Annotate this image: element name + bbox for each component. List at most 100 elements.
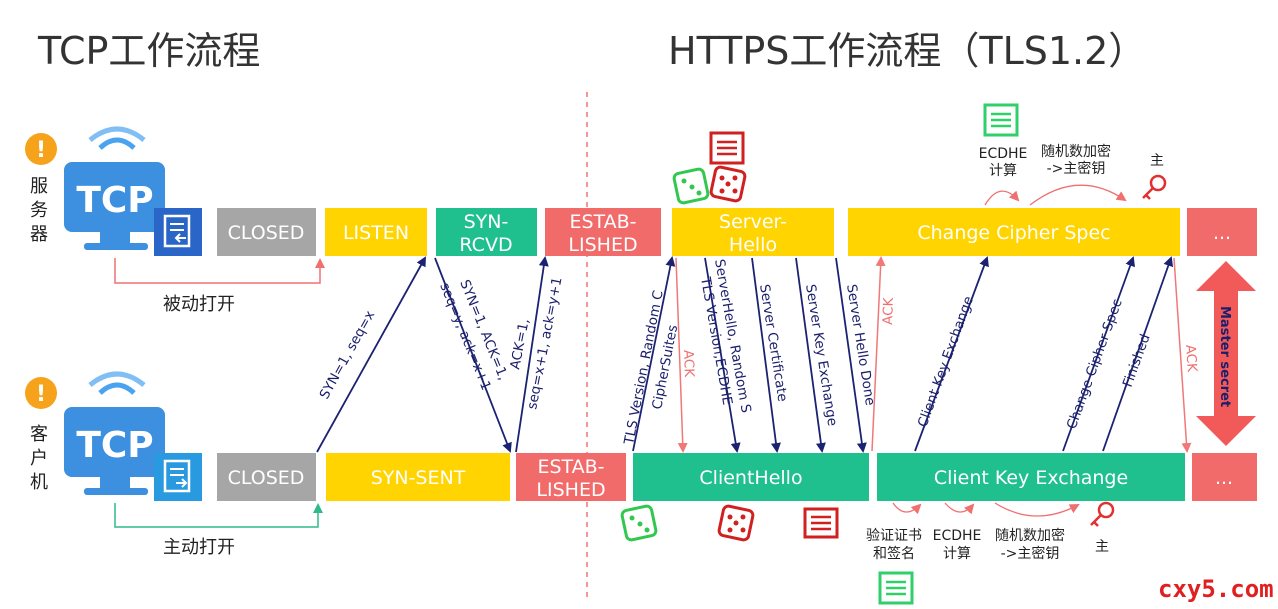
ack-arrow-label-2: seq=x+1, ack=y+1 bbox=[524, 276, 565, 411]
client-closed-box bbox=[217, 453, 316, 501]
server-hello-label-2: Hello bbox=[729, 234, 777, 256]
client-key-exchange-arrow bbox=[914, 256, 989, 452]
random-top-curve bbox=[1029, 184, 1127, 206]
verify-label-1: 验证证书 bbox=[866, 528, 922, 544]
server-closed-box bbox=[217, 208, 316, 256]
master-key-top-label: 主 bbox=[1150, 153, 1164, 169]
client-label-1: 客 bbox=[30, 424, 48, 445]
ecdhe-top-label-1: ECDHE bbox=[979, 146, 1028, 162]
server-key-exchange-arrow bbox=[795, 257, 826, 453]
server-closed-label: CLOSED bbox=[228, 222, 305, 244]
client-syn-sent-box bbox=[326, 453, 510, 501]
ack-arrow-3-label: ACK bbox=[1182, 344, 1200, 373]
server-monitor-icon: TCP bbox=[64, 126, 165, 250]
client-label-2: 户 bbox=[30, 448, 48, 469]
ack-arrow-3 bbox=[1173, 257, 1192, 453]
client-red-list-icon bbox=[803, 507, 839, 539]
ack-arrow-1 bbox=[675, 257, 688, 453]
ack-arrow-1-label: ACK bbox=[680, 350, 697, 379]
server-change-cipher-spec-label: Change Cipher Spec bbox=[917, 222, 1110, 244]
server-hello-done-arrow bbox=[835, 257, 867, 453]
client-established-label-2: LISHED bbox=[536, 479, 605, 501]
random-top-label-2: ->主密钥 bbox=[1047, 160, 1106, 177]
ack-arrow bbox=[515, 256, 549, 453]
passive-open-label: 被动打开 bbox=[163, 294, 235, 315]
server-syn-rcvd-label-1: SYN- bbox=[464, 211, 509, 233]
server-certificate-arrow bbox=[751, 257, 781, 453]
client-syn-sent-label: SYN-SENT bbox=[371, 467, 466, 489]
client-hello-box bbox=[633, 453, 869, 501]
master-secret-arrow bbox=[1196, 261, 1256, 446]
client-key-exchange-label: Client Key Exchange bbox=[934, 467, 1128, 489]
key-icon-top bbox=[1142, 174, 1167, 200]
client-red-dice-icon bbox=[717, 504, 755, 542]
client-key-exchange-arrow-label: Client Key Exchange bbox=[915, 294, 977, 429]
finished-arrow bbox=[1102, 256, 1174, 452]
server-change-cipher-spec-box bbox=[848, 208, 1180, 256]
server-syn-rcvd-label-2: RCVD bbox=[459, 234, 512, 256]
syn-arrow-label: SYN=1, seq=x bbox=[317, 308, 379, 402]
server-certificate-arrow-label: Server Certificate bbox=[756, 283, 790, 403]
svg-text:!: ! bbox=[36, 382, 46, 407]
svg-text:!: ! bbox=[36, 138, 46, 163]
server-green-dice-icon bbox=[672, 167, 710, 205]
server-document-icon bbox=[154, 208, 202, 256]
tcp-title: TCP工作流程 bbox=[37, 29, 260, 73]
client-monitor-icon: TCP bbox=[64, 371, 165, 495]
random-bottom-label-1: 随机数加密 bbox=[995, 527, 1065, 544]
finished-arrow-label: Finished bbox=[1120, 332, 1154, 389]
ecdhe-top-label-2: 计算 bbox=[989, 163, 1017, 179]
ecdhe-top-curve bbox=[984, 190, 1020, 206]
server-hello-label-1: Server- bbox=[719, 211, 787, 233]
server-more-box bbox=[1187, 208, 1257, 256]
server-more-label: ... bbox=[1213, 222, 1231, 244]
client-key-exchange-box bbox=[877, 453, 1185, 501]
ack-arrow-2 bbox=[871, 256, 886, 452]
client-established-label-1: ESTAB- bbox=[537, 456, 604, 478]
client-hello-arrow bbox=[632, 256, 676, 452]
server-list-icon bbox=[983, 103, 1019, 137]
client-more-box bbox=[1192, 453, 1257, 501]
client-hello-label: ClientHello bbox=[699, 467, 802, 489]
ecdhe-bottom-label-2: 计算 bbox=[943, 546, 971, 562]
master-secret-label: Master secret bbox=[1217, 306, 1232, 407]
syn-ack-arrow bbox=[434, 257, 512, 453]
ecdhe-bottom-curve bbox=[944, 502, 975, 515]
active-open-arrow bbox=[114, 503, 323, 528]
server-warning-icon: ! bbox=[25, 133, 57, 165]
client-document-icon bbox=[154, 453, 202, 501]
server-label-3: 器 bbox=[30, 224, 48, 245]
server-hello-box bbox=[672, 208, 834, 256]
server-key-exchange-arrow-label: Server Key Exchange bbox=[802, 283, 840, 427]
change-cipher-spec-arrow bbox=[1062, 256, 1135, 452]
client-established-box bbox=[516, 453, 626, 501]
key-icon-bottom bbox=[1090, 501, 1115, 527]
server-red-dice-icon bbox=[709, 165, 747, 203]
watermark: cxy5.com bbox=[1158, 575, 1274, 603]
server-hello-arrow bbox=[704, 257, 741, 453]
https-title: HTTPS工作流程（TLS1.2） bbox=[668, 29, 1146, 73]
random-top-label-1: 随机数加密 bbox=[1041, 143, 1111, 160]
server-syn-rcvd-box bbox=[436, 208, 537, 256]
client-closed-label: CLOSED bbox=[228, 467, 305, 489]
ecdhe-bottom-label-1: ECDHE bbox=[933, 528, 982, 544]
server-label-2: 务 bbox=[30, 200, 48, 221]
client-green-dice-icon bbox=[620, 504, 658, 542]
server-established-label-1: ESTAB- bbox=[569, 211, 636, 233]
server-established-label-2: LISHED bbox=[568, 234, 637, 256]
server-listen-label: LISTEN bbox=[343, 222, 409, 244]
passive-open-arrow bbox=[114, 258, 325, 284]
client-green-list-icon bbox=[878, 571, 914, 605]
client-label-3: 机 bbox=[30, 472, 48, 493]
random-bottom-curve bbox=[994, 502, 1080, 517]
server-red-list-icon bbox=[709, 131, 745, 165]
verify-label-2: 和签名 bbox=[873, 545, 915, 562]
client-warning-icon: ! bbox=[25, 377, 57, 409]
random-bottom-label-2: ->主密钥 bbox=[1001, 545, 1060, 562]
client-more-label: ... bbox=[1215, 467, 1233, 489]
server-listen-box bbox=[325, 208, 427, 256]
server-established-box bbox=[545, 208, 661, 256]
active-open-label: 主动打开 bbox=[163, 537, 235, 558]
server-label-1: 服 bbox=[30, 176, 48, 197]
